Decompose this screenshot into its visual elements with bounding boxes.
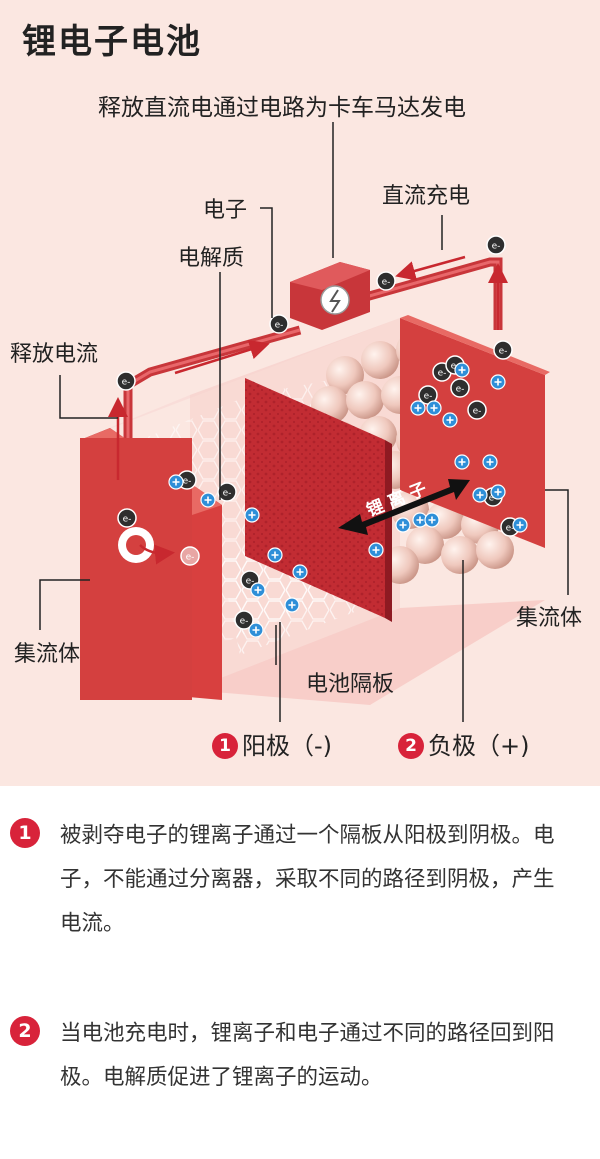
electron-particle (234, 610, 254, 630)
electron-symbol: e- (424, 392, 433, 402)
plus-sign (428, 516, 436, 524)
note-2-text: 当电池充电时，锂离子和电子通过不同的路径回到阳极。电解质促进了锂离子的运动。 (60, 1021, 555, 1090)
top-caption-label: 释放直流电通过电路为卡车马达发电 (98, 95, 466, 121)
lithium-ion-arrow (338, 479, 470, 535)
electron-particle (116, 371, 136, 391)
electrolyte-label: 电解质 (178, 246, 245, 271)
electron-particle (180, 546, 200, 566)
plus-sign (288, 601, 296, 609)
electron-symbol: e- (456, 385, 465, 395)
label-leader-lines (39, 122, 569, 722)
electron-symbol: e- (451, 362, 460, 372)
electron-symbol: e- (492, 242, 501, 252)
plus-sign (430, 404, 438, 412)
plus-sign (271, 551, 279, 559)
electron-symbol: e- (223, 489, 232, 499)
electron-symbol: e- (122, 378, 131, 388)
electron-symbol: e- (123, 515, 132, 525)
cathode-sphere (476, 531, 514, 569)
electron-particle (217, 482, 237, 502)
plus-sign (172, 478, 180, 486)
cathode-text: 负极（+) (428, 732, 530, 760)
diagram-title: 锂电子电池 (22, 22, 202, 62)
electron-particle (269, 314, 289, 334)
plus-sign (476, 491, 484, 499)
electron-symbol: e- (240, 617, 249, 627)
electron-particle (376, 271, 396, 291)
cathode-sphere (361, 341, 399, 379)
diagram-panel: 锂电子电池 (0, 0, 600, 786)
plus-sign (372, 546, 380, 554)
electron-particle (486, 235, 506, 255)
plus-sign (446, 416, 454, 424)
electron-particle (493, 340, 513, 360)
separator-label: 电池隔板 (306, 672, 395, 697)
plus-sign (458, 366, 466, 374)
collector-right-label: 集流体 (516, 606, 583, 631)
note-2: 2 当电池充电时，锂离子和电子通过不同的路径回到阳极。电解质促进了锂离子的运动。 (10, 1012, 585, 1132)
note-2-number: 2 (10, 1016, 40, 1046)
plus-sign (486, 458, 494, 466)
electron-symbol: e- (489, 494, 498, 504)
anode-text: 阳极（-) (242, 732, 333, 760)
cathode-number-badge: 2 (398, 733, 424, 759)
electron-symbol: e- (499, 347, 508, 357)
plus-sign (254, 586, 262, 594)
battery-diagram: e-e-e-e-e-e-e-e-e-e-e-e-e-e-e-e-e-e- (39, 122, 569, 722)
electron-symbol: e- (275, 321, 284, 331)
lithium-ion-particles (168, 362, 528, 638)
plus-sign (296, 568, 304, 576)
electron-symbol: e- (506, 524, 515, 534)
electron-symbol: e- (246, 577, 255, 587)
plus-sign (248, 511, 256, 519)
plus-sign (414, 404, 422, 412)
plus-sign (516, 521, 524, 529)
plus-sign (204, 496, 212, 504)
plus-sign (458, 458, 466, 466)
plus-sign (399, 521, 407, 529)
cathode-sphere (346, 381, 384, 419)
note-1: 1 被剥夺电子的锂离子通过一个隔板从阳极到阴极。电子，不能通过分离器，采取不同的… (10, 814, 585, 936)
release-current-label: 释放电流 (10, 342, 99, 367)
cathode-sphere (441, 536, 479, 574)
collector-left-label: 集流体 (14, 642, 81, 667)
anode-number-badge: 1 (212, 733, 238, 759)
electron-symbol: e- (186, 553, 195, 563)
electron-particle (467, 400, 487, 420)
electron-particle (117, 508, 137, 528)
dc-charge-label: 直流充电 (382, 184, 471, 209)
load-switch-box (290, 262, 370, 330)
plus-sign (494, 378, 502, 386)
note-1-text: 被剥夺电子的锂离子通过一个隔板从阳极到阴极。电子，不能通过分离器，采取不同的路径… (60, 823, 555, 936)
note-1-number: 1 (10, 818, 40, 848)
electron-symbol: e- (473, 407, 482, 417)
electron-particle (450, 378, 470, 398)
electron-symbol: e- (438, 369, 447, 379)
electron-symbol: e- (183, 477, 192, 487)
plus-sign (494, 488, 502, 496)
electron-symbol: e- (382, 278, 391, 288)
electron-label: 电子 (203, 198, 248, 223)
plus-sign (416, 516, 424, 524)
plus-sign (252, 626, 260, 634)
